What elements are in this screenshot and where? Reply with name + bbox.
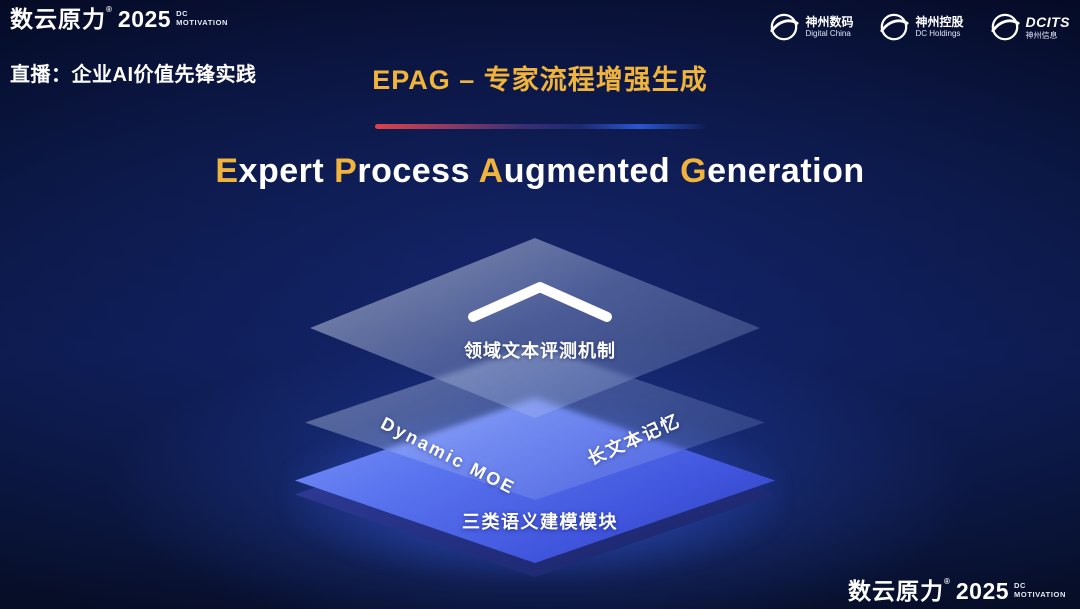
digital-china-logo-icon <box>770 13 799 41</box>
partner-subtitle: DC Holdings <box>915 29 961 39</box>
brand-tagline-line2: MOTIVATION <box>176 17 229 27</box>
top-layer-label: 领域文本评测机制 <box>464 341 616 361</box>
brand-tagline: DC MOTIVATION <box>176 9 229 27</box>
brand-name: 数云原力® <box>847 577 951 604</box>
brand-logo-bottom-right: 数云原力® 2025 DC MOTIVATION <box>847 577 1066 604</box>
dc-holdings-logo-icon <box>880 13 910 41</box>
partner-text: 神州数码 Digital China <box>805 15 853 39</box>
bottom-layer-label: 三类语义建模模块 <box>462 512 618 532</box>
partner-subtitle: 神州信息 <box>1025 30 1058 40</box>
partner-subtitle: Digital China <box>805 29 851 39</box>
partner-dc-holdings: 神州控股 DC Holdings <box>879 12 964 42</box>
brand-logo-top-left: 数云原力® 2025 DC MOTIVATION <box>10 5 229 32</box>
partner-text: DCITS 神州信息 <box>1026 14 1071 40</box>
main-title: Expert Process Augmented Generation <box>215 152 865 190</box>
brand-tagline-line1: DC <box>176 9 189 18</box>
partner-logos: 神州数码 Digital China 神州控股 DC Holdings DCIT… <box>769 12 1070 42</box>
gradient-divider <box>375 124 705 129</box>
partner-name: 神州数码 <box>805 15 854 29</box>
registered-mark: ® <box>106 5 113 14</box>
partner-digital-china: 神州数码 Digital China <box>769 12 853 42</box>
brand-tagline-line2: MOTIVATION <box>1014 589 1066 599</box>
partner-name: 神州控股 <box>915 15 964 29</box>
brand-tagline: DC MOTIVATION <box>1014 581 1066 599</box>
dcits-logo-icon <box>990 13 1020 41</box>
top-layer <box>310 238 760 418</box>
slide-title: EPAG – 专家流程增强生成 <box>372 65 708 95</box>
partner-dcits: DCITS 神州信息 <box>990 12 1071 42</box>
brand-tagline-line1: DC <box>1014 581 1027 590</box>
partner-name: DCITS <box>1025 13 1070 30</box>
partner-text: 神州控股 DC Holdings <box>915 15 963 39</box>
chevron-up-icon <box>468 282 612 322</box>
brand-year: 2025 <box>117 6 172 32</box>
registered-mark: ® <box>943 577 951 586</box>
live-stream-label: 直播：企业AI价值先锋实践 <box>10 64 257 86</box>
brand-year: 2025 <box>955 578 1010 604</box>
brand-name: 数云原力® <box>10 5 113 32</box>
